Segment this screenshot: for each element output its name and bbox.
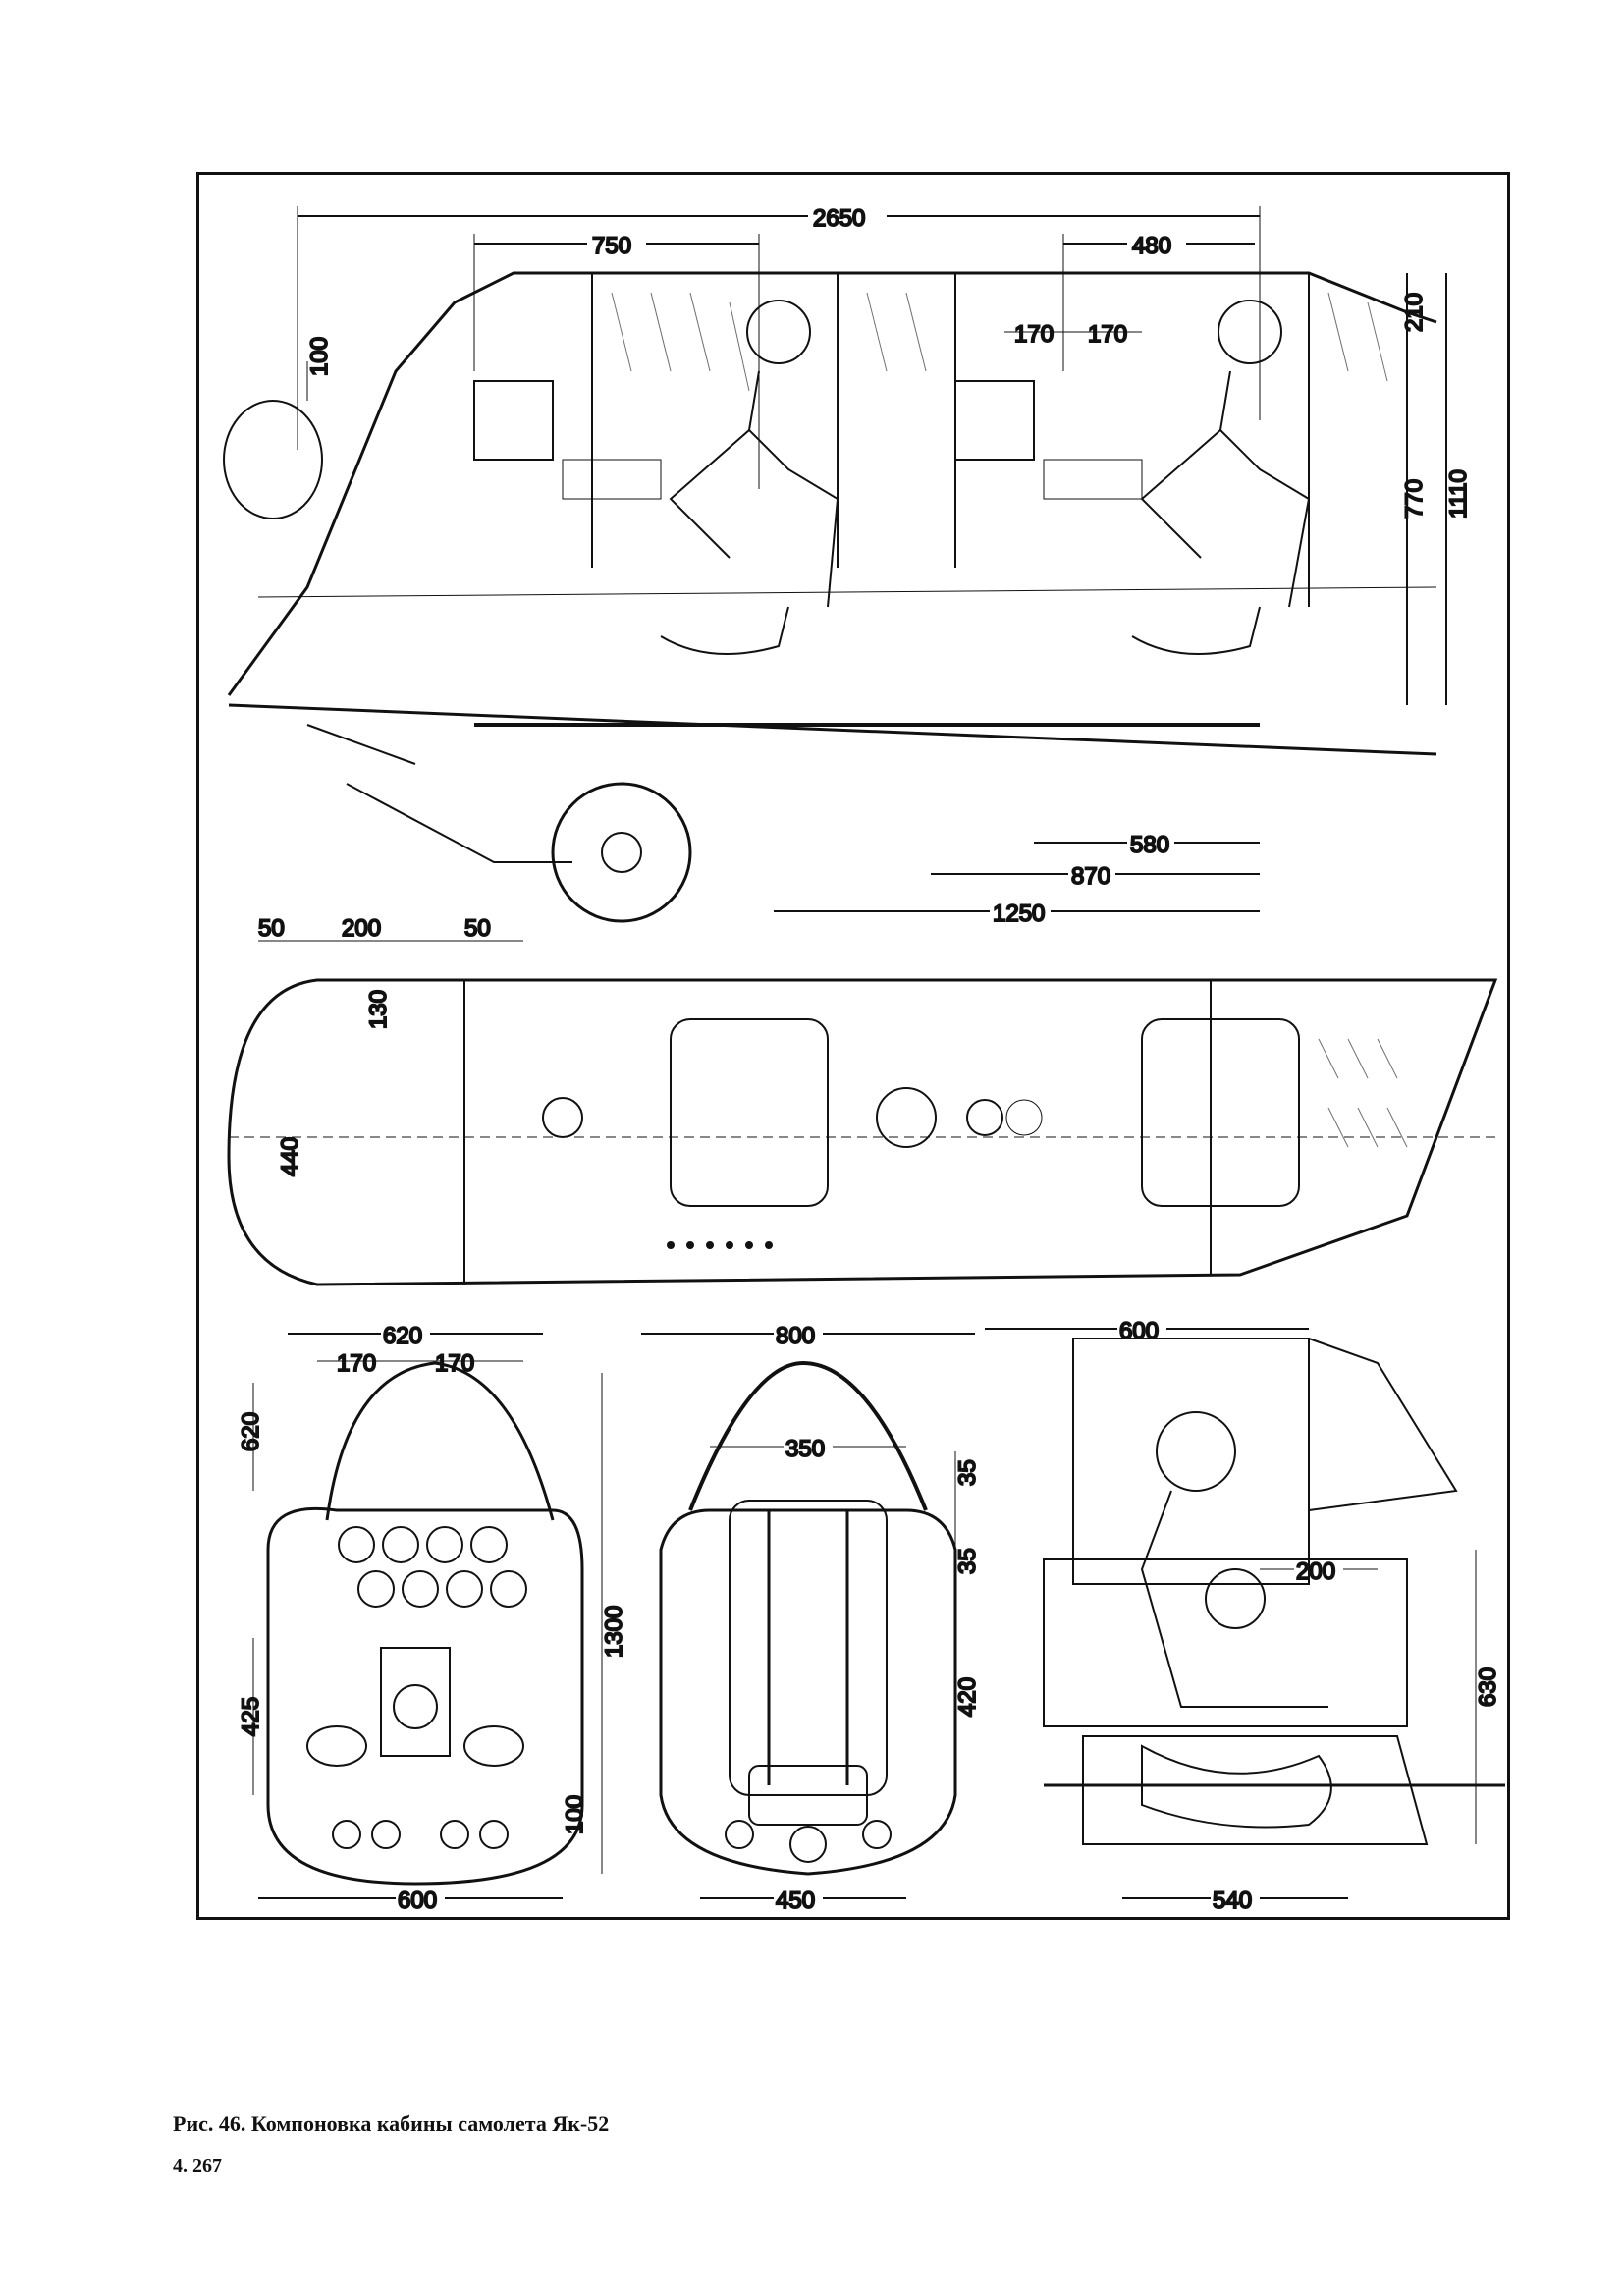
- dim-170-front-left: 170: [337, 1350, 376, 1377]
- dim-420: 420: [954, 1677, 981, 1717]
- dim-600-front: 600: [398, 1887, 437, 1914]
- drawing-frame: 2650 750 480 100 170 170 210 770 1110 58…: [196, 172, 1510, 1920]
- dim-200-seat: 200: [1296, 1558, 1335, 1585]
- dim-1300: 1300: [601, 1606, 627, 1658]
- dim-35-top: 35: [954, 1459, 981, 1486]
- rear-view: 800 350 450: [641, 1320, 975, 1915]
- page-number: 4. 267: [173, 2156, 222, 2177]
- dim-200-center: 200: [342, 915, 381, 942]
- dim-580: 580: [1130, 832, 1169, 858]
- dim-440: 440: [277, 1137, 303, 1176]
- dim-870: 870: [1071, 863, 1110, 890]
- dim-100-front: 100: [562, 1795, 588, 1834]
- side-view: 2650 750 480 100 170 170 210 770 1110 58…: [223, 202, 1473, 928]
- dim-1250: 1250: [993, 901, 1045, 927]
- dim-620-width: 620: [383, 1323, 422, 1349]
- dim-170-right: 170: [1088, 321, 1127, 348]
- top-view: 50 200 50 130 440: [227, 914, 1498, 1286]
- dim-1110: 1110: [1445, 469, 1472, 519]
- dim-425: 425: [238, 1697, 264, 1736]
- cockpit-drawing: 2650 750 480 100 170 170 210 770 1110 58…: [223, 202, 1505, 1915]
- dim-600-seat: 600: [1119, 1318, 1159, 1344]
- dim-540: 540: [1213, 1887, 1252, 1914]
- dim-35-bottom: 35: [954, 1548, 981, 1574]
- dim-800: 800: [776, 1323, 815, 1349]
- dim-100: 100: [306, 337, 333, 376]
- dim-770: 770: [1401, 479, 1428, 519]
- dim-50-left: 50: [258, 915, 285, 942]
- dim-480: 480: [1132, 233, 1171, 259]
- front-view: 620 170 170 620 425 1300 100 600: [237, 1320, 628, 1915]
- dim-450: 450: [776, 1887, 815, 1914]
- dim-2650: 2650: [813, 205, 865, 232]
- dim-130: 130: [365, 990, 392, 1029]
- dim-630: 630: [1475, 1667, 1501, 1707]
- seat-section: 600 35 35 420 200 630 540: [953, 1315, 1505, 1915]
- figure-caption: Рис. 46. Компоновка кабины самолета Як-5…: [173, 2111, 610, 2136]
- dim-50-right: 50: [464, 915, 491, 942]
- dim-170-left: 170: [1014, 321, 1054, 348]
- dim-620-height: 620: [238, 1412, 264, 1451]
- dim-750: 750: [592, 233, 631, 259]
- dim-350: 350: [785, 1436, 825, 1462]
